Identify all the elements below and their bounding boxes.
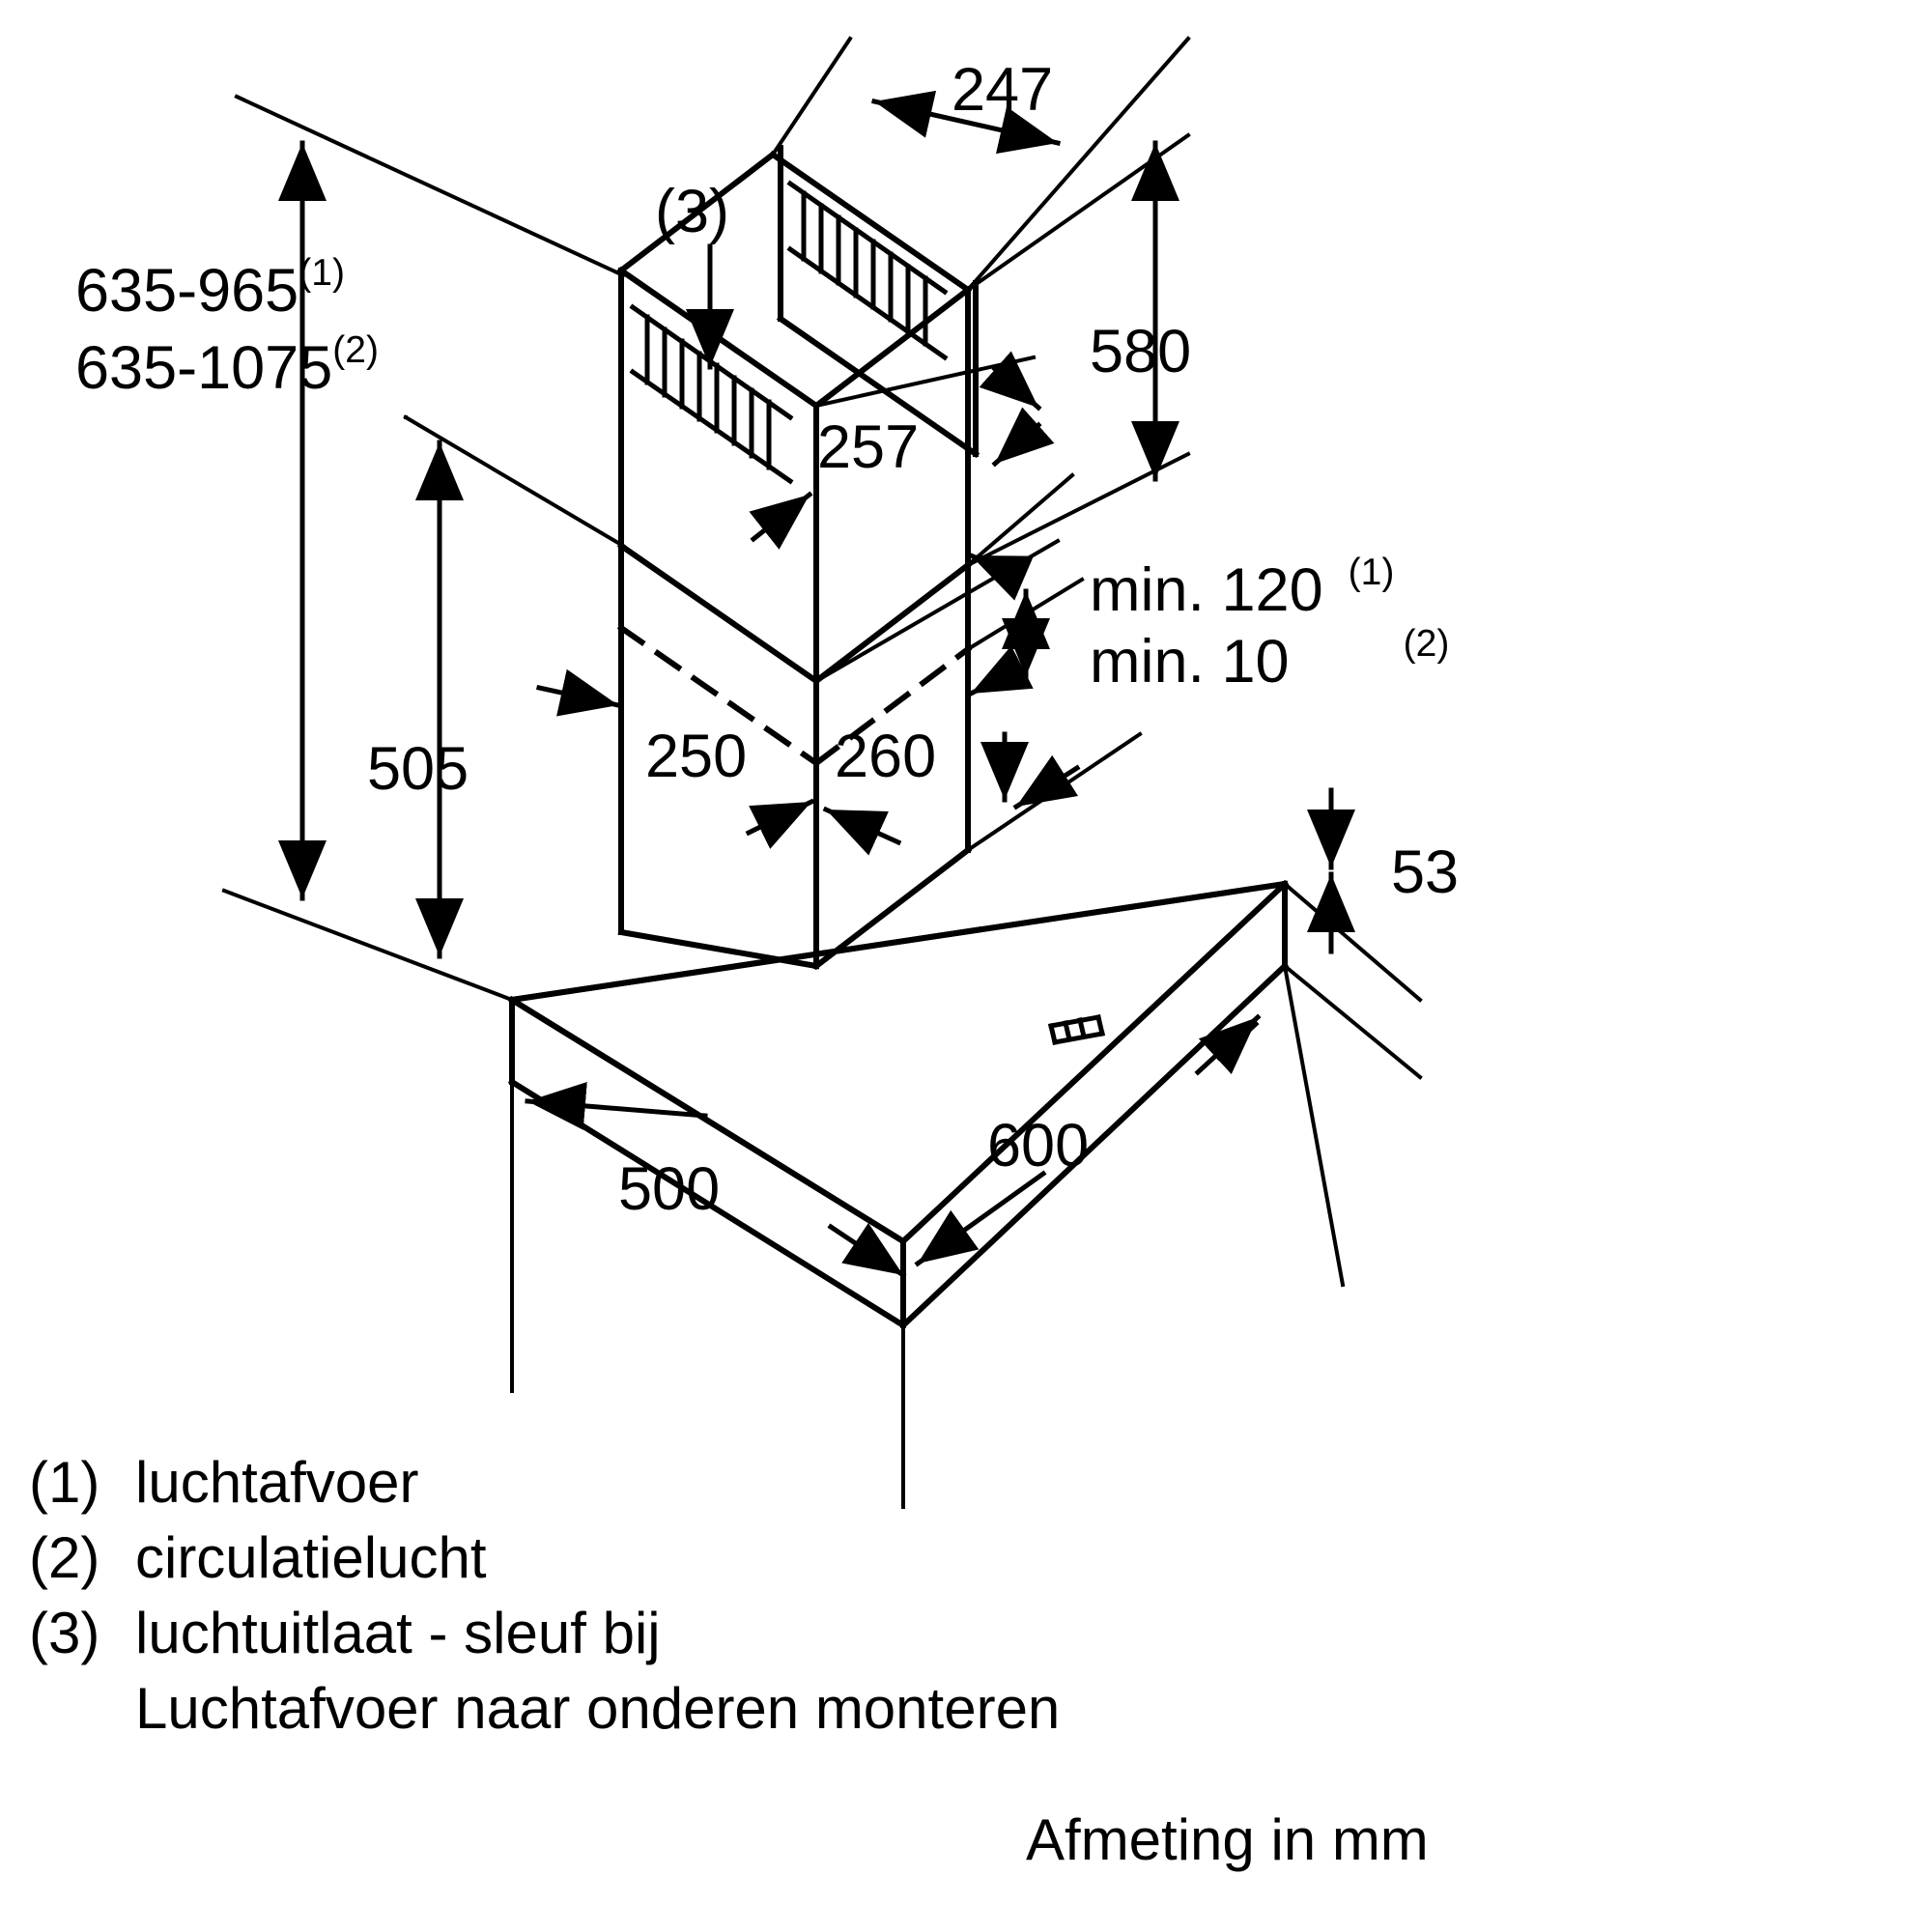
dim-chimney-lower-depth: 260 [835, 723, 937, 790]
dim-chimney-upper-depth: 247 [952, 56, 1054, 124]
dim-chimney-upper-height: 257 [817, 413, 920, 481]
legend-item-2-label: circulatielucht [135, 1525, 487, 1590]
legend-item-1-index: (1) [29, 1450, 100, 1515]
dim-height-range-exhaust-value: 635-965 [75, 257, 299, 325]
dim-chimney-total-height: 580 [1090, 318, 1192, 385]
legend-item-2-index: (2) [29, 1525, 100, 1590]
dim-height-range-exhaust-ref: (1) [298, 252, 345, 295]
dim-min-distance-recirc-value: min. 10 [1090, 628, 1290, 696]
dim-air-outlet-callout: (3) [655, 178, 729, 245]
dim-min-distance-recirc-ref: (2) [1403, 623, 1450, 666]
dim-canopy-depth: 500 [618, 1155, 721, 1223]
dim-canopy-thickness: 53 [1391, 838, 1460, 906]
dim-canopy-width: 600 [987, 1112, 1090, 1179]
legend-item-1: (1) luchtafvoer [29, 1454, 1060, 1512]
legend-item-3-index: (3) [29, 1601, 100, 1665]
legend-item-2: (2) circulatielucht [29, 1529, 1060, 1587]
dim-height-range-exhaust: 635-965(1) [75, 254, 345, 325]
legend-item-1-label: luchtafvoer [135, 1450, 419, 1515]
dim-min-distance-exhaust-value: min. 120 [1090, 556, 1323, 624]
legend-continuation: Luchtafvoer naar onderen monteren [29, 1680, 1060, 1738]
dim-min-distance-exhaust: min. 120 (1) [1090, 554, 1394, 624]
dim-min-distance-recirc: min. 10 (2) [1090, 625, 1449, 696]
legend-block: (1) luchtafvoer (2) circulatielucht (3) … [29, 1454, 1060, 1738]
legend-item-3-label: luchtuitlaat - sleuf bij [135, 1601, 661, 1665]
dim-height-range-recirc: 635-1075(2) [75, 331, 379, 402]
dim-height-range-recirc-ref: (2) [332, 329, 379, 372]
dim-chimney-lower-width: 250 [645, 723, 748, 790]
dim-canopy-to-chimney: 505 [367, 735, 469, 803]
legend-item-3: (3) luchtuitlaat - sleuf bij [29, 1605, 1060, 1662]
units-note: Afmeting in mm [1026, 1807, 1429, 1872]
legend-continuation-label: Luchtafvoer naar onderen monteren [135, 1676, 1061, 1741]
dim-min-distance-exhaust-ref: (1) [1348, 552, 1395, 594]
dim-height-range-recirc-value: 635-1075 [75, 334, 333, 402]
